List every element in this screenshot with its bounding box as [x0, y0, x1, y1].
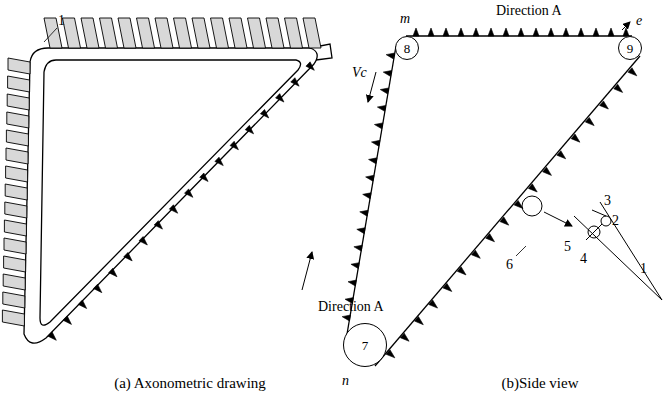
- leader-line: [44, 28, 57, 42]
- point-label: e: [636, 14, 642, 28]
- callout-number: 1: [58, 14, 65, 28]
- callout-number: 2: [612, 214, 619, 228]
- direction-arrow: [622, 22, 630, 30]
- direction-arrow: [302, 252, 312, 290]
- callout-number: 4: [580, 252, 587, 266]
- callout-number: 6: [506, 258, 513, 272]
- pulley: 8: [395, 36, 419, 60]
- point-label: m: [400, 12, 410, 26]
- callout-number: 5: [564, 240, 571, 254]
- pulley: 7: [343, 323, 387, 367]
- caption: (a) Axonometric drawing: [114, 376, 266, 391]
- leader-line: [516, 246, 526, 256]
- belt-outline: [24, 44, 332, 343]
- callout-number: 1: [640, 262, 647, 276]
- direction-label: Direction A: [318, 300, 384, 314]
- velocity-arrow: [368, 72, 376, 102]
- callout-number: 7: [362, 339, 369, 352]
- point-label: n: [342, 374, 349, 388]
- detail-arrow: [544, 212, 572, 226]
- chain-path: [346, 36, 640, 366]
- detail-tooth: [574, 202, 662, 300]
- callout-number: 8: [404, 42, 411, 55]
- chain-teeth: [48, 28, 637, 358]
- detail-circle: [522, 196, 542, 216]
- blade-plates: [2, 18, 321, 326]
- velocity-label: Vc: [352, 66, 367, 80]
- callout-number: 9: [627, 42, 634, 55]
- caption: (b)Side view: [501, 376, 578, 391]
- callout-number: 3: [604, 194, 611, 208]
- pulley: 9: [618, 36, 642, 60]
- direction-label: Direction A: [496, 4, 562, 18]
